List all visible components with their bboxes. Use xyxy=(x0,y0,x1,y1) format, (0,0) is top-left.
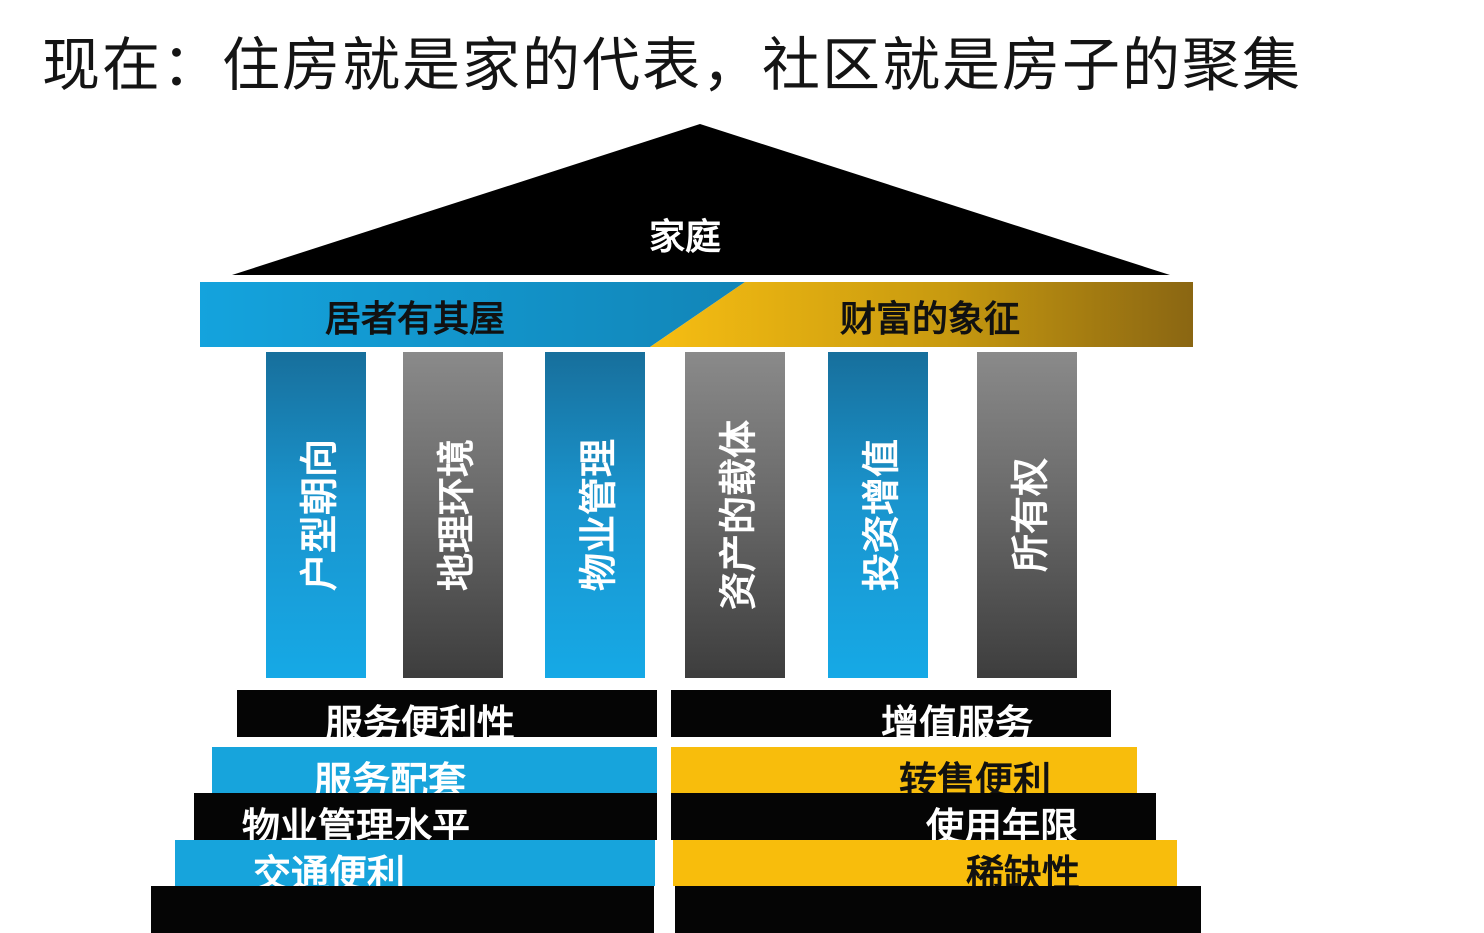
roof-label: 家庭 xyxy=(648,217,721,258)
step-right-5 xyxy=(675,886,1201,933)
roof-triangle xyxy=(232,124,1170,275)
pillar-label: 物业管理 xyxy=(576,438,621,592)
beam-left xyxy=(200,282,745,347)
page-title: 现在：住房就是家的代表，社区就是房子的聚集 xyxy=(42,31,1303,99)
pillar-6: 所有权 xyxy=(977,352,1077,678)
step-label: 物业管理水平 xyxy=(242,805,471,840)
beam-left-label: 居者有其屋 xyxy=(325,299,506,340)
pillar-1: 户型朝向 xyxy=(266,352,366,678)
step-label: 转售便利 xyxy=(899,759,1052,793)
pillar-label: 户型朝向 xyxy=(297,438,342,592)
step-left-1: 服务便利性 xyxy=(237,690,657,737)
beam-right-label: 财富的象征 xyxy=(840,299,1021,340)
pillar-label: 投资增值 xyxy=(859,438,904,592)
pillar-4: 资产的载体 xyxy=(685,352,785,678)
beam: 居者有其屋 财富的象征 xyxy=(200,282,1193,347)
step-right-4: 稀缺性 xyxy=(673,840,1177,886)
step-label: 稀缺性 xyxy=(966,852,1081,886)
pillar-label: 地理环境 xyxy=(434,438,479,592)
pillar-3: 物业管理 xyxy=(545,352,645,678)
step-left-2: 服务配套 xyxy=(212,747,657,793)
step-left-5 xyxy=(151,886,654,933)
step-right-1: 增值服务 xyxy=(671,690,1111,737)
pillar-5: 投资增值 xyxy=(828,352,928,678)
pillar-label: 所有权 xyxy=(1008,457,1053,573)
step-label: 增值服务 xyxy=(881,702,1034,737)
step-label: 使用年限 xyxy=(926,805,1079,840)
step-left-4: 交通便利 xyxy=(175,840,655,886)
beam-right xyxy=(650,282,1193,347)
pillar-2: 地理环境 xyxy=(403,352,503,678)
step-right-3: 使用年限 xyxy=(671,793,1156,840)
step-right-2: 转售便利 xyxy=(671,747,1137,793)
pillar-label: 资产的载体 xyxy=(716,419,761,611)
step-label: 交通便利 xyxy=(253,852,406,886)
step-left-3: 物业管理水平 xyxy=(194,793,657,840)
step-label: 服务便利性 xyxy=(325,702,516,737)
step-label: 服务配套 xyxy=(314,759,467,793)
roof xyxy=(232,124,1170,275)
